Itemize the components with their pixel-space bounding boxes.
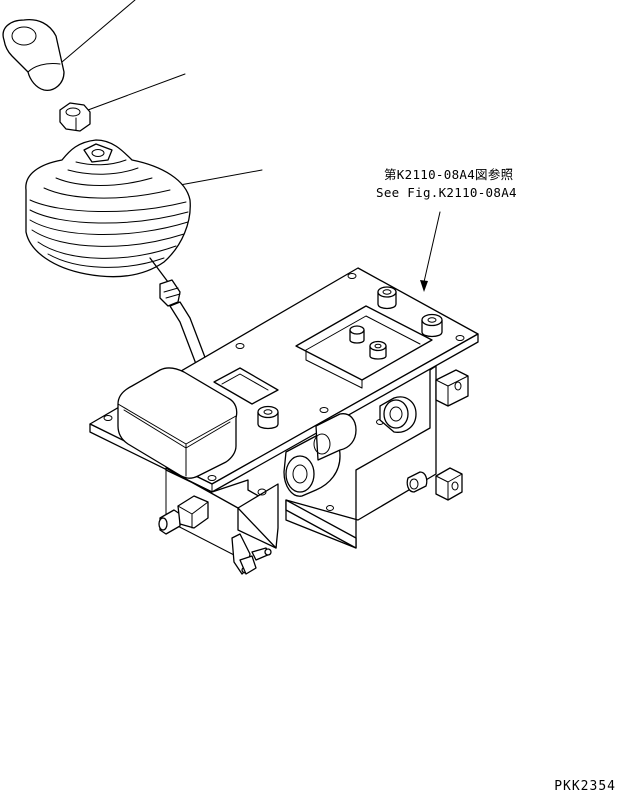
drawing-number: PKK2354 [554, 779, 616, 794]
leader-lines [61, 0, 441, 292]
switch-shaft [158, 495, 209, 535]
cylinder-boss [283, 413, 357, 497]
right-bracket-upper [435, 369, 469, 407]
rubber-boot [25, 139, 191, 278]
lever-knob [2, 18, 65, 91]
detent-link [231, 533, 272, 575]
nut [59, 102, 91, 132]
reference-note-japanese: 第K2110-08A4図参照 [384, 167, 514, 182]
side-boss [379, 396, 417, 433]
cover-box [117, 367, 238, 479]
right-bracket-lower [406, 467, 463, 501]
reference-note-english: See Fig.K2110-08A4 [376, 185, 517, 200]
spacers [257, 286, 443, 430]
